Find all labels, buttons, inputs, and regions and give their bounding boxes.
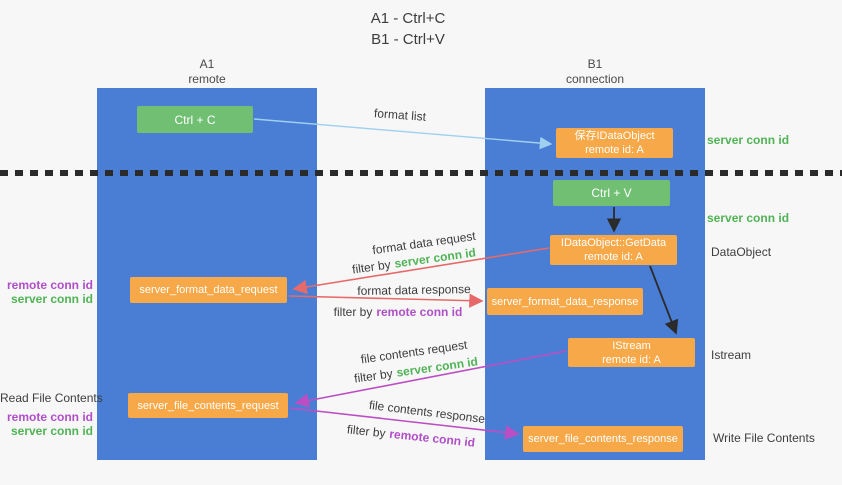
node-getdata: IDataObject::GetData remote id: A — [550, 235, 677, 265]
lifeline-b1-role: connection — [565, 72, 625, 86]
annotation-remote-conn-id-1: remote conn id — [6, 278, 93, 292]
lifeline-a1-role: remote — [188, 72, 226, 86]
label-format-data-response: format data response — [357, 282, 471, 298]
annotation-server-conn-id-2: server conn id — [10, 424, 93, 438]
lifeline-header-a1: A1 remote — [97, 57, 317, 87]
node-server-format-data-request-label: server_format_data_request — [139, 284, 278, 296]
filter-value-4: remote conn id — [388, 426, 476, 450]
lifeline-header-b1: B1 connection — [485, 57, 705, 87]
node-save-idataobject-line2: remote id: A — [585, 144, 644, 156]
node-server-file-contents-request: server_file_contents_request — [128, 393, 288, 418]
lifeline-b1-id: B1 — [587, 57, 603, 71]
node-ctrl-v-label: Ctrl + V — [591, 186, 632, 200]
annotation-left-conn-ids-1: remote conn id server conn id — [0, 278, 93, 306]
annotation-left-conn-ids-2: remote conn id server conn id — [0, 410, 93, 438]
node-server-file-contents-response-label: server_file_contents_response — [528, 433, 678, 445]
annotation-server-conn-id-top: server conn id — [707, 133, 790, 147]
node-save-idataobject: 保存IDataObject remote id: A — [556, 128, 673, 158]
node-ctrl-c-label: Ctrl + C — [174, 112, 216, 127]
title-line-1: A1 - Ctrl+C — [370, 10, 446, 27]
label-format-list: format list — [373, 106, 427, 124]
annotation-istream: Istream — [711, 348, 752, 362]
annotation-server-conn-id-1: server conn id — [10, 292, 93, 306]
node-istream-line2: remote id: A — [602, 353, 661, 366]
node-save-idataobject-line1: 保存IDataObject — [574, 130, 655, 142]
filter-by-text-3: filter by — [353, 366, 394, 386]
node-server-file-contents-request-label: server_file_contents_request — [137, 399, 279, 412]
title-line-2: B1 - Ctrl+V — [371, 31, 445, 48]
node-server-file-contents-response: server_file_contents_response — [523, 426, 683, 452]
annotation-dataobject: DataObject — [711, 245, 772, 259]
dashed-divider — [0, 170, 842, 176]
annotation-server-conn-id-mid: server conn id — [707, 211, 790, 225]
filter-value-2: remote conn id — [376, 305, 463, 319]
diagram-title: A1 - Ctrl+C B1 - Ctrl+V — [371, 8, 446, 50]
node-server-format-data-response: server_format_data_response — [487, 288, 643, 315]
filter-by-text-1: filter by — [351, 257, 392, 277]
label-file-contents-response: file contents response — [368, 397, 486, 427]
node-istream-line1: IStream — [612, 339, 651, 352]
lifeline-a1-id: A1 — [199, 57, 215, 71]
annotation-write-file-contents: Write File Contents — [713, 431, 815, 445]
node-server-format-data-response-label: server_format_data_response — [491, 295, 639, 308]
filter-by-text-4: filter by — [346, 422, 387, 441]
annotation-remote-conn-id-2: remote conn id — [6, 410, 93, 424]
node-getdata-line2: remote id: A — [584, 251, 643, 263]
filter-by-text-2: filter by — [333, 305, 373, 319]
node-getdata-line1: IDataObject::GetData — [560, 237, 667, 249]
node-ctrl-v: Ctrl + V — [553, 180, 670, 206]
annotation-read-file-contents: Read File Contents — [0, 391, 103, 405]
node-server-format-data-request: server_format_data_request — [130, 277, 287, 303]
node-ctrl-c: Ctrl + C — [137, 106, 253, 133]
node-istream: IStream remote id: A — [568, 338, 695, 367]
